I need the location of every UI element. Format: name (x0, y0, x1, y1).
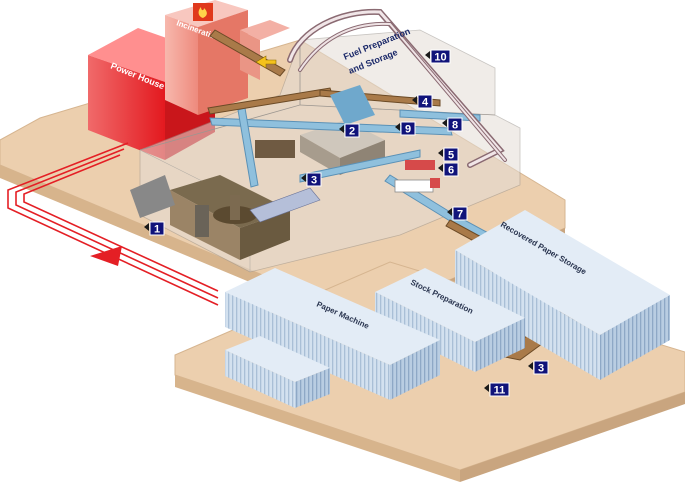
marker-1[interactable]: 1 (144, 221, 165, 236)
yellow-flow-arrow-icon (255, 55, 277, 69)
marker-3a-label: 3 (311, 175, 317, 187)
marker-4[interactable]: 4 (412, 94, 433, 109)
marker-7-label: 7 (457, 209, 463, 221)
marker-2-label: 2 (349, 126, 355, 138)
stock-preparation-building (375, 268, 525, 372)
recovered-paper-storage-building (455, 210, 670, 380)
marker-9[interactable]: 9 (395, 121, 416, 136)
marker-3b-label: 3 (538, 363, 544, 375)
marker-5-label: 5 (448, 150, 454, 162)
fire-icon (193, 3, 213, 21)
marker-3b[interactable]: 3 (528, 360, 549, 375)
marker-11-label: 11 (494, 385, 506, 397)
incineration-building (165, 0, 290, 115)
marker-4-label: 4 (422, 97, 429, 109)
marker-7[interactable]: 7 (447, 206, 468, 221)
overhead-pipes (287, 8, 507, 168)
marker-2[interactable]: 2 (339, 123, 360, 138)
marker-9-label: 9 (405, 124, 411, 136)
marker-1-label: 1 (154, 224, 160, 236)
marker-11[interactable]: 11 (484, 382, 510, 397)
marker-5[interactable]: 5 (438, 147, 459, 162)
marker-3a[interactable]: 3 (301, 172, 322, 187)
marker-6-label: 6 (448, 165, 454, 177)
paper-machine-building (225, 268, 440, 408)
marker-10-label: 10 (434, 52, 446, 64)
marker-8[interactable]: 8 (442, 117, 463, 132)
marker-10[interactable]: 10 (425, 49, 451, 64)
flow-arrow-icon (90, 246, 122, 266)
marker-8-label: 8 (452, 120, 458, 132)
marker-6[interactable]: 6 (438, 162, 459, 177)
shredder-machinery (130, 85, 440, 237)
